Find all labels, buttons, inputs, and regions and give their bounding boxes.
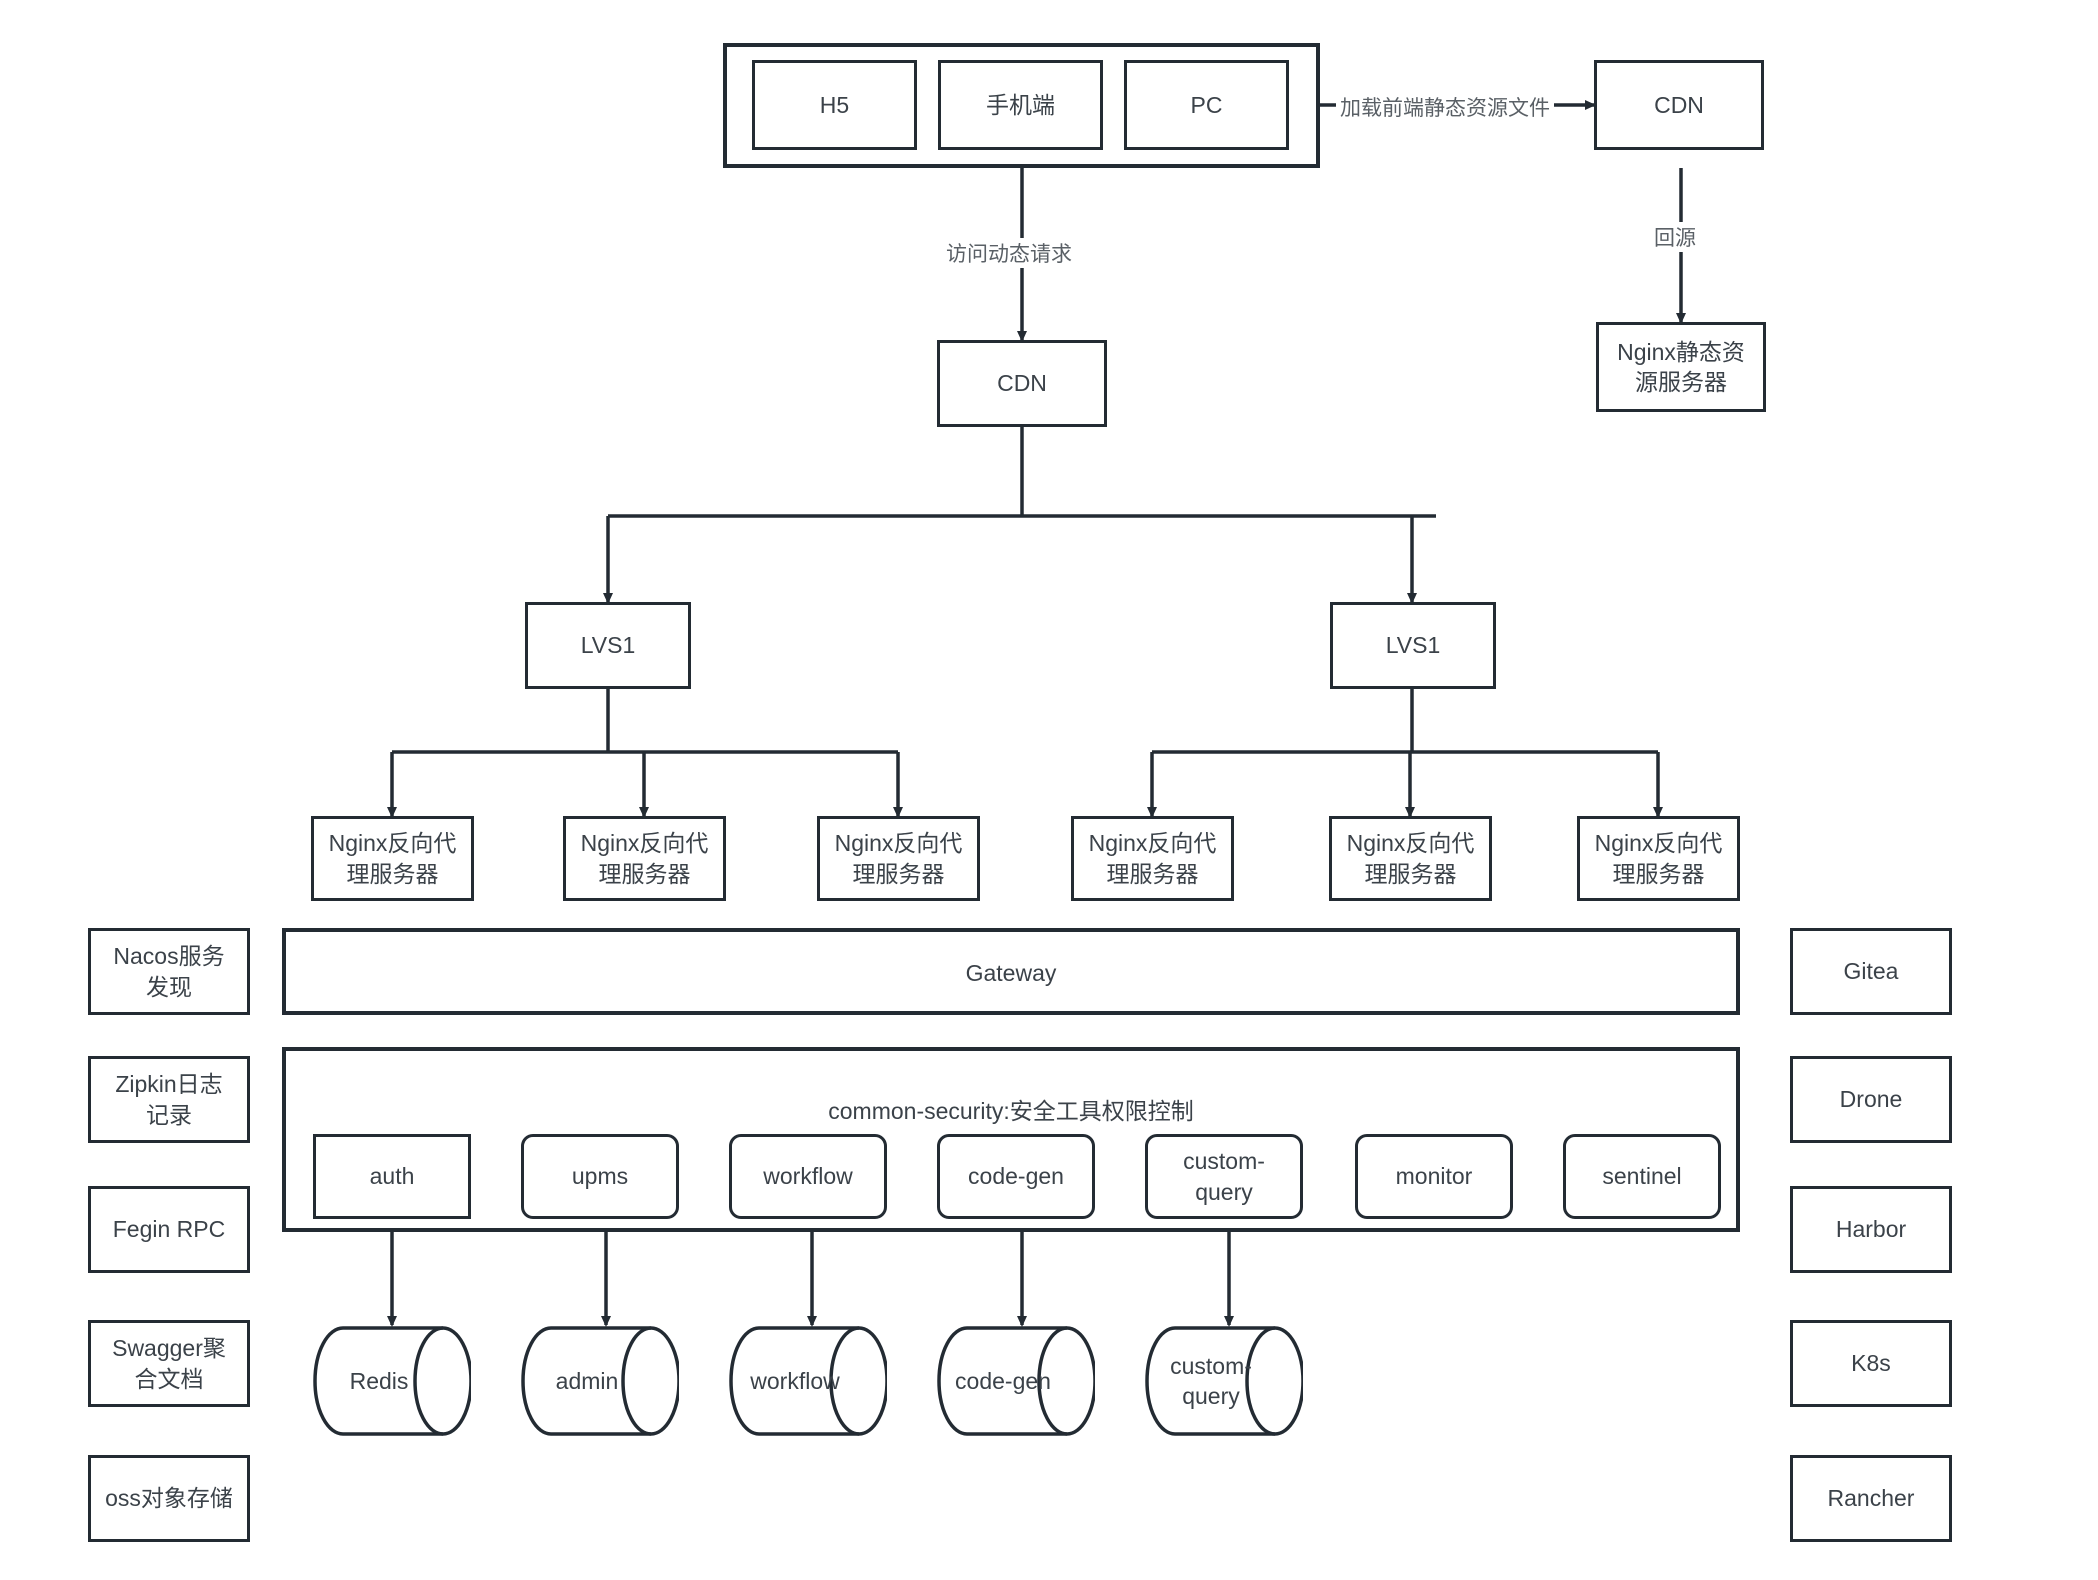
edge-label-dynamic-request: 访问动态请求	[942, 238, 1076, 268]
datastore-workflow[interactable]: workflow	[729, 1325, 887, 1437]
cdn-static-box[interactable]: CDN	[1594, 60, 1764, 150]
sidebar-item-swagger[interactable]: Swagger聚 合文档	[88, 1320, 250, 1407]
gateway-label: Gateway	[965, 960, 1057, 986]
sidebar-item-harbor[interactable]: Harbor	[1790, 1186, 1952, 1273]
nginx-proxy-box-1[interactable]: Nginx反向代 理服务器	[311, 816, 474, 901]
sidebar-item-gitea[interactable]: Gitea	[1790, 928, 1952, 1015]
sidebar-item-oss[interactable]: oss对象存储	[88, 1455, 250, 1542]
service-box-monitor[interactable]: monitor	[1355, 1134, 1513, 1219]
nginx-proxy-box-4[interactable]: Nginx反向代 理服务器	[1071, 816, 1234, 901]
sidebar-item-k8s[interactable]: K8s	[1790, 1320, 1952, 1407]
datastore-code-gen[interactable]: code-gen	[937, 1325, 1095, 1437]
edge-label-load-static: 加载前端静态资源文件	[1336, 92, 1554, 122]
datastore-label: code-gen	[955, 1367, 1051, 1394]
sidebar-item-fegin-rpc[interactable]: Fegin RPC	[88, 1186, 250, 1273]
datastore-redis[interactable]: Redis	[313, 1325, 471, 1437]
datastore-admin[interactable]: admin	[521, 1325, 679, 1437]
sidebar-item-zipkin[interactable]: Zipkin日志 记录	[88, 1056, 250, 1143]
client-box-h5[interactable]: H5	[752, 60, 917, 150]
service-box-sentinel[interactable]: sentinel	[1563, 1134, 1721, 1219]
datastore-label: Redis	[349, 1367, 409, 1394]
service-box-workflow[interactable]: workflow	[729, 1134, 887, 1219]
edge-label-back-to-origin: 回源	[1650, 222, 1700, 252]
lvs-box-right[interactable]: LVS1	[1330, 602, 1496, 689]
sidebar-item-rancher[interactable]: Rancher	[1790, 1455, 1952, 1542]
datastore-label: custom- query	[1170, 1352, 1252, 1409]
nginx-proxy-box-3[interactable]: Nginx反向代 理服务器	[817, 816, 980, 901]
lvs-box-left[interactable]: LVS1	[525, 602, 691, 689]
service-box-custom-query[interactable]: custom- query	[1145, 1134, 1303, 1219]
nginx-proxy-box-6[interactable]: Nginx反向代 理服务器	[1577, 816, 1740, 901]
nginx-proxy-box-5[interactable]: Nginx反向代 理服务器	[1329, 816, 1492, 901]
datastore-custom-query[interactable]: custom- query	[1145, 1325, 1303, 1437]
nginx-static-server-box[interactable]: Nginx静态资 源服务器	[1596, 322, 1766, 412]
service-box-upms[interactable]: upms	[521, 1134, 679, 1219]
sidebar-item-drone[interactable]: Drone	[1790, 1056, 1952, 1143]
cdn-dynamic-box[interactable]: CDN	[937, 340, 1107, 427]
datastore-label: admin	[555, 1367, 619, 1394]
gateway-band[interactable]	[282, 928, 1740, 1015]
nginx-proxy-box-2[interactable]: Nginx反向代 理服务器	[563, 816, 726, 901]
client-box-mobile[interactable]: 手机端	[938, 60, 1103, 150]
common-security-label: common-security:安全工具权限控制	[828, 1098, 1194, 1124]
service-box-code-gen[interactable]: code-gen	[937, 1134, 1095, 1219]
client-box-pc[interactable]: PC	[1124, 60, 1289, 150]
sidebar-item-nacos[interactable]: Nacos服务 发现	[88, 928, 250, 1015]
service-box-auth[interactable]: auth	[313, 1134, 471, 1219]
datastore-label: workflow	[750, 1367, 840, 1394]
